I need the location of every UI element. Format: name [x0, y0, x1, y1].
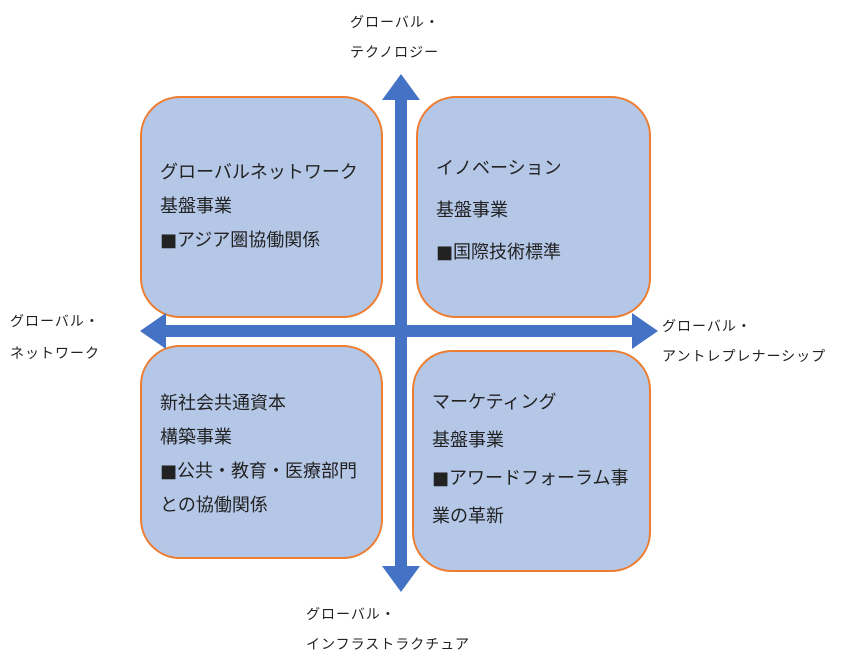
horizontal-axis-shaft: [160, 325, 642, 337]
axis-label-right: グローバル・ アントレプレナーシップ: [662, 319, 827, 365]
axis-label-top: グローバル・ テクノロジー: [350, 15, 440, 61]
up-arrowhead: [382, 74, 420, 100]
quadrant-subtitle: 基盤事業: [436, 200, 508, 221]
down-arrowhead: [382, 566, 420, 592]
quadrant-subtitle: 基盤事業: [160, 196, 232, 217]
quadrant-bottom-right: マーケティング 基盤事業 ■アワードフォーラム事業の革新: [412, 350, 651, 572]
quadrant-item: ■アジア圏協働関係: [160, 230, 321, 251]
quadrant-title: イノベーション: [436, 158, 562, 179]
quadrant-item: ■国際技術標準: [436, 242, 562, 263]
left-arrowhead: [140, 313, 166, 349]
quadrant-subtitle: 構築事業: [160, 427, 232, 448]
quadrant-title: マーケティング: [432, 392, 557, 413]
quadrant-top-right: イノベーション 基盤事業 ■国際技術標準: [416, 96, 651, 318]
right-arrowhead: [632, 313, 658, 349]
quadrant-subtitle: 基盤事業: [432, 430, 504, 451]
quadrant-title: グローバルネットワーク: [160, 162, 358, 183]
axis-label-bottom: グローバル・ インフラストラクチュア: [306, 607, 471, 653]
quadrant-bottom-left: 新社会共通資本 構築事業 ■公共・教育・医療部門との協働関係: [140, 345, 383, 559]
quadrant-item: ■アワードフォーラム事業の革新: [432, 468, 629, 527]
quadrant-title: 新社会共通資本: [160, 393, 286, 414]
quadrant-top-left: グローバルネットワーク 基盤事業 ■アジア圏協働関係: [140, 96, 383, 318]
axis-label-left: グローバル・ ネットワーク: [10, 314, 100, 362]
quadrant-item: ■公共・教育・医療部門との協働関係: [160, 461, 358, 516]
